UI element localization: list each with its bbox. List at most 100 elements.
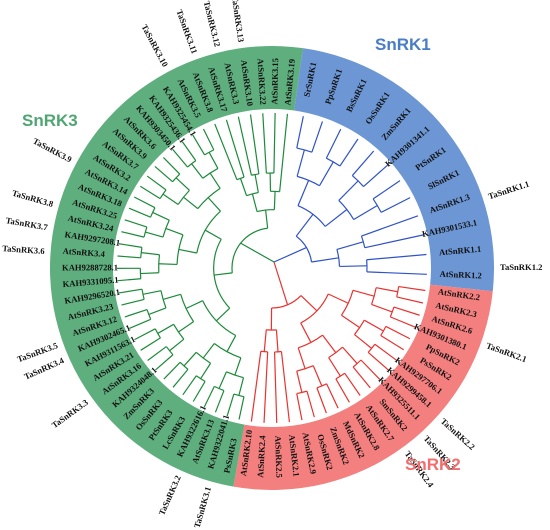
snrk1-branch (296, 149, 305, 177)
snrk3-branch (118, 243, 143, 248)
snrk3-branch-arc (158, 254, 161, 273)
snrk1-root-branch (273, 247, 307, 263)
leaf-label: AtSnRK3.15 (269, 58, 280, 105)
snrk3-branch (202, 343, 215, 359)
snrk3-branch-arc (202, 300, 236, 337)
snrk2-branch (344, 372, 361, 396)
snrk3-branch-arc (165, 346, 174, 356)
snrk3-branch-arc (162, 219, 170, 238)
leaf-label: KAH9331095.1 (62, 275, 119, 290)
snrk3-branch (157, 323, 174, 334)
snrk2-branch (385, 325, 411, 340)
clade-title-snrk1: SnRK1 (375, 35, 431, 54)
snrk3-branch-arc (159, 189, 167, 199)
snrk3-branch-arc (226, 371, 244, 379)
snrk3-branch (254, 174, 259, 193)
clade-sectors (49, 45, 495, 490)
snrk3-branch (182, 375, 197, 396)
snrk2-branch (328, 293, 349, 304)
snrk3-branch-arc (187, 160, 197, 168)
snrk3-branch (279, 113, 289, 192)
snrk3-branch-arc (149, 207, 156, 218)
snrk3-branch (121, 231, 145, 238)
clade-sector-snrk2 (233, 284, 493, 490)
snrk3-branch (238, 377, 245, 396)
snrk3-branch-arc (179, 361, 189, 370)
snrk3-branch-arc (172, 173, 181, 183)
snrk3-branch (134, 328, 156, 341)
snrk3-branch (262, 113, 267, 174)
snrk3-branch (251, 193, 258, 212)
snrk2-branch-arc (328, 346, 343, 359)
snrk3-branch (147, 346, 167, 361)
snrk3-branch (183, 196, 199, 210)
outer-label: TaSnRK3.12 (202, 0, 223, 48)
snrk3-branch (208, 152, 219, 169)
snrk3-branch (154, 354, 174, 371)
snrk3-branch-arc (140, 247, 143, 258)
snrk1-branch (361, 215, 419, 237)
snrk1-branch (366, 271, 427, 275)
snrk3-branch (140, 337, 161, 351)
snrk2-branch (371, 303, 393, 313)
snrk3-branch-arc (251, 173, 259, 176)
snrk3-branch (172, 368, 189, 388)
snrk3-branch (226, 335, 237, 352)
snrk3-root-branch (240, 242, 275, 263)
snrk2-branch (300, 295, 318, 312)
snrk2-branch (352, 289, 375, 297)
snrk3-branch-arc (177, 189, 190, 205)
leaf-label: AtSnRK3.19 (282, 58, 297, 105)
snrk3-branch (249, 114, 260, 175)
snrk3-branch-arc (195, 375, 206, 382)
outer-label: TaSnRK3.7 (5, 215, 49, 232)
snrk3-branch (152, 211, 170, 221)
snrk2-branch-arc (260, 350, 268, 353)
snrk3-branch (118, 288, 143, 294)
snrk3-branch (273, 191, 276, 210)
snrk3-branch (172, 148, 188, 168)
snrk3-branch (129, 318, 151, 329)
leaf-label: AtSnRK2.4 (255, 435, 267, 478)
snrk3-branch (181, 141, 197, 161)
snrk3-branch (225, 119, 245, 178)
snrk2-branch (263, 351, 269, 423)
snrk2-branch (367, 351, 389, 371)
snrk3-branch (183, 351, 197, 367)
snrk3-branch (178, 248, 197, 254)
snrk3-branch (165, 227, 184, 236)
snrk3-branch (273, 113, 276, 174)
snrk2-branch (296, 393, 303, 421)
snrk3-branch (139, 185, 161, 200)
snrk2-branch (250, 351, 262, 422)
snrk3-branch (234, 357, 242, 376)
leaf-label: AtSnRK1.1 (439, 244, 482, 258)
snrk3-branch (265, 209, 269, 229)
snrk3-branch (142, 290, 162, 295)
snrk1-branch (338, 180, 359, 201)
snrk3-branch-arc (233, 393, 245, 398)
snrk1-branch (296, 116, 304, 149)
snrk2-branch (398, 285, 426, 292)
snrk2-branch (342, 346, 358, 364)
snrk2-branch (374, 343, 397, 361)
snrk2-branch (316, 387, 327, 414)
snrk3-branch (200, 362, 212, 379)
snrk3-branch (237, 116, 252, 176)
snrk2-branch (354, 334, 372, 349)
snrk3-branch (128, 207, 151, 218)
snrk2-branch (335, 378, 350, 403)
snrk2-branch-arc (380, 326, 387, 336)
snrk3-branch (158, 263, 178, 266)
snrk3-branch (162, 157, 181, 175)
snrk3-branch-arc (213, 238, 231, 309)
leaf-label: AtSnRK2.1 (287, 434, 302, 477)
snrk1-branch (351, 150, 375, 176)
snrk2-branch-arc (296, 390, 308, 395)
snrk3-branch-arc (204, 149, 215, 156)
snrk2-branch-arc (396, 286, 400, 298)
snrk3-branch-arc (154, 328, 161, 339)
leaf-label: AtSnRK3.4 (62, 246, 106, 259)
